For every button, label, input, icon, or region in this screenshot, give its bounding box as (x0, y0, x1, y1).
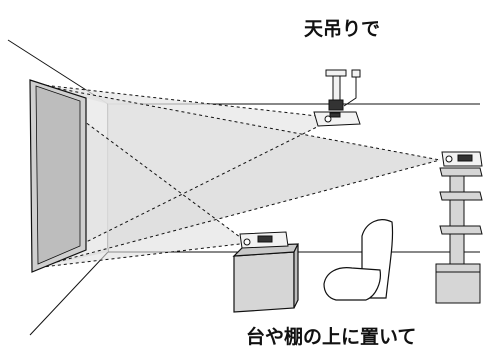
projection-beams (33, 83, 441, 269)
projection-screen (29, 79, 87, 273)
shelf-rack-icon (435, 167, 483, 304)
ceiling-mount-label: 天吊りで (304, 18, 381, 40)
table-icon (232, 243, 299, 313)
shelf-projector-icon (239, 231, 289, 249)
beam-line (33, 159, 441, 269)
shelf-placement-label: 台や棚の上に置いて (246, 326, 417, 348)
beam-line (33, 83, 441, 161)
beam-line (33, 83, 336, 119)
ceiling-projector-icon (313, 69, 361, 127)
rack-projector-icon (441, 151, 483, 167)
floor-edge-left (29, 251, 109, 336)
shelf-beam-area (34, 84, 248, 268)
chair-icon (323, 219, 394, 301)
